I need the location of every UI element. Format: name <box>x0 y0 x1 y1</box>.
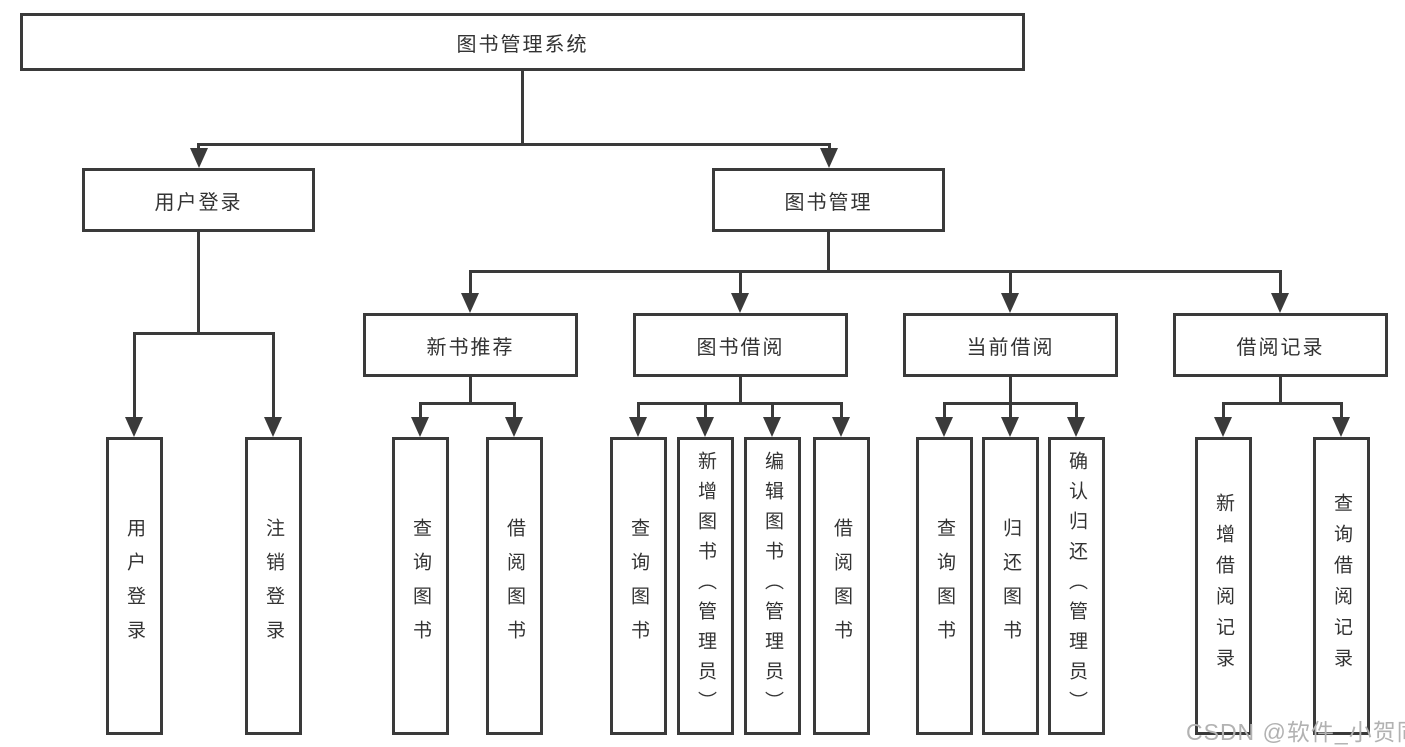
leaf-query-books: 查询图书 <box>610 437 667 735</box>
leaf-logout: 注销登录 <box>245 437 302 735</box>
connector-leaf-drop <box>771 402 774 419</box>
connector-book-mgmt-branch <box>469 270 1282 273</box>
connector-user-login-stem <box>197 232 200 335</box>
arrow-down-icon <box>1001 417 1019 437</box>
arrow-down-icon <box>696 417 714 437</box>
node-library-management-system: 图书管理系统 <box>20 13 1025 71</box>
node-book-management: 图书管理 <box>712 168 945 232</box>
leaf-user-login: 用户登录 <box>106 437 163 735</box>
connector-group4-branch <box>1222 402 1343 405</box>
connector-borrow-record-drop <box>1279 270 1282 295</box>
node-borrowing-records: 借阅记录 <box>1173 313 1388 377</box>
connector-group1-stem <box>469 377 472 405</box>
arrow-down-icon <box>411 417 429 437</box>
node-user-login: 用户登录 <box>82 168 315 232</box>
connector-leaf-drop <box>840 402 843 419</box>
connector-group4-stem <box>1279 377 1282 405</box>
connector-leaf-drop <box>704 402 707 419</box>
connector-leaf-drop <box>419 402 422 419</box>
connector-leaf-drop <box>1075 402 1078 419</box>
connector-current-borrow-drop <box>1009 270 1012 295</box>
connector-login-leaf-drop <box>133 332 136 420</box>
arrow-down-icon <box>629 417 647 437</box>
leaf-borrow-books: 借阅图书 <box>813 437 870 735</box>
leaf-confirm-return-admin: 确认归还（管理员） <box>1048 437 1105 735</box>
leaf-borrow-books: 借阅图书 <box>486 437 543 735</box>
leaf-query-borrow-record: 查询借阅记录 <box>1313 437 1370 735</box>
connector-root-stem <box>521 70 524 146</box>
arrow-down-icon <box>461 293 479 313</box>
leaf-return-books: 归还图书 <box>982 437 1039 735</box>
connector-group1-branch <box>419 402 516 405</box>
arrow-down-icon <box>935 417 953 437</box>
arrow-down-icon <box>190 148 208 168</box>
arrow-down-icon <box>264 417 282 437</box>
leaf-edit-books-admin: 编辑图书（管理员） <box>744 437 801 735</box>
arrow-down-icon <box>505 417 523 437</box>
connector-leaf-drop <box>1340 402 1343 419</box>
connector-new-book-drop <box>469 270 472 295</box>
connector-book-mgmt-stem <box>827 232 830 273</box>
arrow-down-icon <box>731 293 749 313</box>
connector-leaf-drop <box>1222 402 1225 419</box>
connector-leaf-drop <box>637 402 640 419</box>
leaf-add-borrow-record: 新增借阅记录 <box>1195 437 1252 735</box>
connector-group2-stem <box>739 377 742 405</box>
node-current-borrowing: 当前借阅 <box>903 313 1118 377</box>
leaf-query-books: 查询图书 <box>392 437 449 735</box>
leaf-add-books-admin: 新增图书（管理员） <box>677 437 734 735</box>
connector-user-login-branch <box>133 332 275 335</box>
connector-user-login-drop <box>197 143 200 152</box>
connector-logout-leaf-drop <box>272 332 275 420</box>
arrow-down-icon <box>125 417 143 437</box>
connector-book-mgmt-drop <box>828 143 831 152</box>
connector-group2-branch <box>637 402 843 405</box>
arrow-down-icon <box>1332 417 1350 437</box>
connector-group3-stem <box>1009 377 1012 405</box>
arrow-down-icon <box>1271 293 1289 313</box>
arrow-down-icon <box>1214 417 1232 437</box>
arrow-down-icon <box>763 417 781 437</box>
arrow-down-icon <box>820 148 838 168</box>
node-new-book-recommendation: 新书推荐 <box>363 313 578 377</box>
arrow-down-icon <box>1067 417 1085 437</box>
node-book-borrowing: 图书借阅 <box>633 313 848 377</box>
leaf-query-books: 查询图书 <box>916 437 973 735</box>
connector-book-borrow-drop <box>739 270 742 295</box>
connector-leaf-drop <box>943 402 946 419</box>
connector-leaf-drop <box>1009 402 1012 419</box>
arrow-down-icon <box>832 417 850 437</box>
arrow-down-icon <box>1001 293 1019 313</box>
csdn-watermark: CSDN @软件_小贺同学 <box>1186 719 1405 745</box>
connector-leaf-drop <box>513 402 516 419</box>
connector-root-branch <box>197 143 831 146</box>
